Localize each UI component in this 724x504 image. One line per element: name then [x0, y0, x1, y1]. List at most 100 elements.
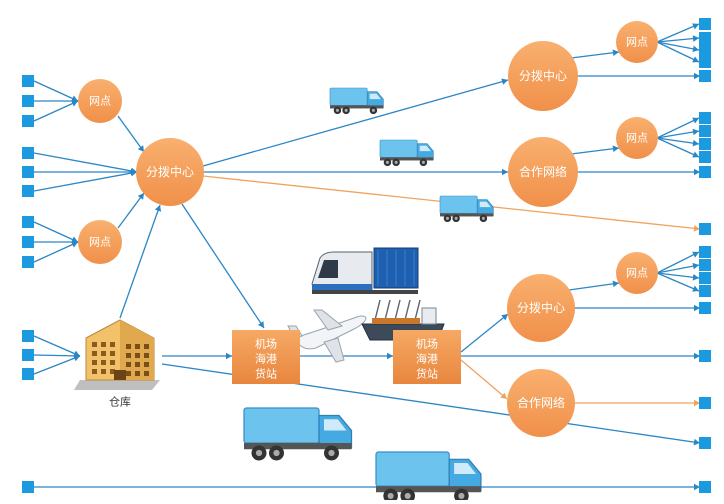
- left-to-warehouse-arrow: [33, 335, 81, 357]
- right-endpoint: [699, 437, 711, 449]
- arrowhead: [612, 145, 619, 153]
- partner-network-node-shape: [508, 137, 578, 207]
- truck-icon: [375, 451, 482, 504]
- distribution-center-node: 分拨中心: [507, 274, 575, 342]
- arrowhead: [694, 304, 700, 312]
- warehouse-label: 仓库: [109, 395, 131, 409]
- outlet-node-label: 网点: [89, 95, 111, 108]
- left-to-outlet-arrow: [33, 80, 79, 102]
- airport-seaport-station-shape: [393, 330, 461, 384]
- airport-seaport-station-label-1: 机场: [255, 337, 277, 351]
- right-endpoint: [699, 272, 711, 284]
- outlet-to-distribution-arrow: [117, 115, 145, 153]
- left-to-distribution-arrow: [33, 171, 138, 192]
- partner-network-node-label: 合作网络: [519, 164, 567, 179]
- outlet-to-endpoint-arrow: [656, 272, 700, 279]
- arrowhead: [137, 145, 144, 152]
- outlet-node-label: 网点: [626, 36, 648, 49]
- arrowhead: [257, 321, 264, 328]
- truck-icon: [379, 139, 434, 167]
- distribution-to-distribution-arrow: [202, 79, 509, 167]
- outlet-node-label: 网点: [626, 267, 648, 280]
- station-to-partner-arrow: [460, 359, 508, 400]
- airport-seaport-station-label-2: 海港: [416, 352, 438, 366]
- outlet-to-endpoint-arrow: [656, 130, 700, 139]
- left-endpoint: [22, 147, 34, 159]
- connection-lines: [33, 23, 701, 491]
- arrowhead: [130, 169, 137, 177]
- right-endpoint: [699, 350, 711, 362]
- arrowhead: [692, 274, 699, 281]
- left-endpoint: [22, 368, 34, 380]
- outlet-to-endpoint-arrow: [656, 272, 700, 292]
- airport-seaport-station-label-3: 货站: [255, 367, 277, 381]
- outlet-to-endpoint-arrow: [656, 251, 700, 274]
- distribution-center-node-shape: [508, 41, 578, 111]
- left-endpoint: [22, 256, 34, 268]
- arrowhead: [693, 438, 700, 446]
- outlet-to-endpoint-arrow: [656, 37, 700, 43]
- right-endpoint: [699, 18, 711, 30]
- outlet-node-shape: [616, 21, 658, 63]
- arrowhead: [692, 45, 699, 53]
- right-endpoint: [699, 138, 711, 150]
- arrowhead: [692, 151, 699, 158]
- truck-icon: [439, 195, 494, 223]
- distribution-to-outlet-arrow: [570, 51, 620, 59]
- right-endpoint: [699, 397, 711, 409]
- arrowhead: [387, 352, 393, 360]
- right-endpoint: [699, 302, 711, 314]
- arrowhead: [137, 193, 144, 200]
- right-endpoint: [699, 32, 711, 44]
- outlet-node-shape: [78, 79, 122, 123]
- outlet-to-endpoint-arrow: [656, 137, 700, 158]
- distribution-to-outlet-arrow: [568, 282, 620, 291]
- right-endpoint: [699, 56, 711, 68]
- right-endpoint: [699, 125, 711, 137]
- arrowhead: [501, 314, 508, 321]
- arrowhead: [226, 352, 232, 360]
- right-endpoint: [699, 166, 711, 178]
- right-endpoint: [699, 112, 711, 124]
- left-to-warehouse-arrow: [33, 355, 81, 375]
- arrowhead: [71, 100, 78, 107]
- distribution-center-node-label: 分拨中心: [519, 68, 567, 83]
- outlet-to-endpoint-arrow: [656, 137, 700, 145]
- right-endpoint: [699, 151, 711, 163]
- arrowhead: [501, 78, 508, 85]
- arrowhead: [694, 352, 700, 360]
- arrowhead: [502, 168, 508, 176]
- outlet-to-endpoint-arrow: [656, 41, 700, 51]
- right-endpoint: [699, 44, 711, 56]
- left-endpoint: [22, 185, 34, 197]
- arrowhead: [612, 49, 619, 57]
- warehouse-to-distribution-arrow: [119, 204, 161, 319]
- outlet-node: 网点: [78, 79, 122, 123]
- left-endpoint: [22, 481, 34, 493]
- airport-seaport-station-shape: [232, 330, 300, 384]
- partner-to-outlet-arrow: [570, 147, 620, 155]
- left-endpoint: [22, 75, 34, 87]
- arrowhead: [694, 72, 700, 80]
- truck-icon: [243, 407, 353, 461]
- outlet-to-endpoint-arrow: [656, 117, 700, 139]
- arrowhead: [692, 139, 699, 147]
- arrowhead: [692, 23, 699, 30]
- left-to-outlet-arrow: [33, 241, 79, 263]
- outlet-node-shape: [78, 220, 122, 264]
- airport-seaport-station-label-1: 机场: [416, 337, 438, 351]
- left-endpoint: [22, 95, 34, 107]
- right-endpoint: [699, 259, 711, 271]
- arrowhead: [500, 392, 507, 399]
- partner-network-node-shape: [507, 369, 575, 437]
- outlet-to-distribution-arrow: [117, 192, 145, 229]
- distribution-center-node: 分拨中心: [136, 138, 204, 206]
- left-endpoint: [22, 330, 34, 342]
- endpoints: [22, 18, 711, 493]
- distribution-center-node-shape: [136, 138, 204, 206]
- outlet-node-label: 网点: [626, 132, 648, 145]
- right-endpoint: [699, 223, 711, 235]
